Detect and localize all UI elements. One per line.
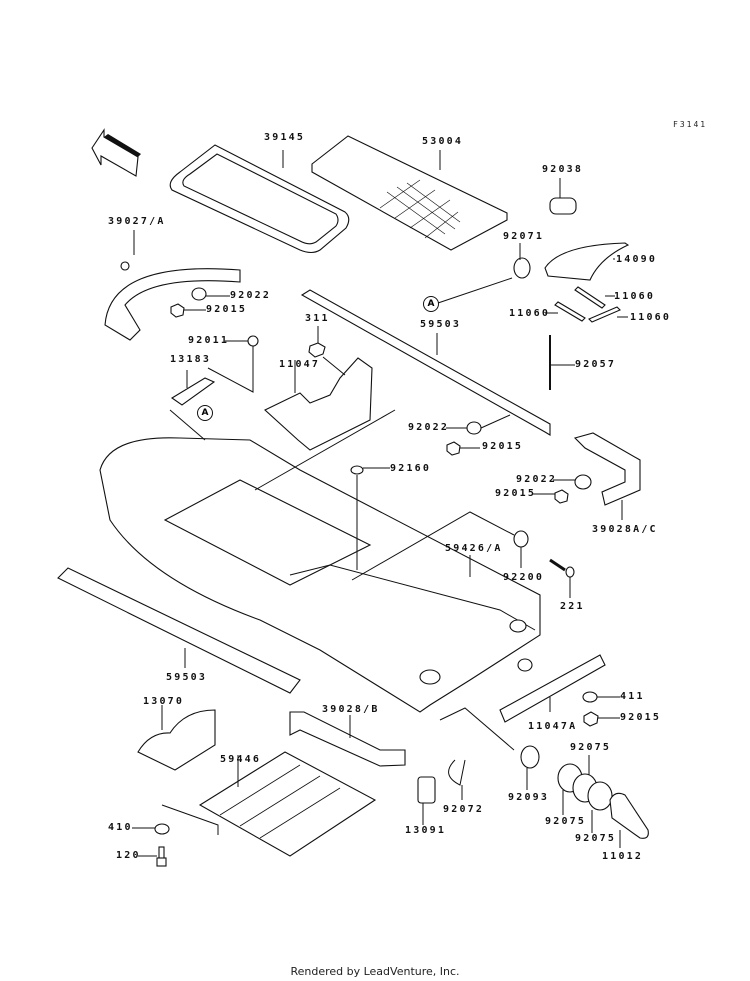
part-label-53004[interactable]: 53004 [422,136,464,147]
part-label-92015-rear[interactable]: 92015 [495,488,537,499]
screw-221-drawing [549,558,575,598]
part-label-39028b[interactable]: 39028/B [322,704,380,715]
part-label-92160[interactable]: 92160 [390,463,432,474]
part-label-92022-rear[interactable]: 92022 [516,474,558,485]
part-label-410[interactable]: 410 [108,822,133,833]
plate-drawing [170,360,254,406]
part-label-92075-bottom[interactable]: 92075 [575,833,617,844]
part-label-11060-c[interactable]: 11060 [630,312,672,323]
part-label-92075-left[interactable]: 92075 [545,816,587,827]
part-label-13183[interactable]: 13183 [170,354,212,365]
cable-drawing [549,335,575,390]
bracket-rear-drawing [439,654,606,751]
part-label-59503-lower[interactable]: 59503 [166,672,208,683]
grommet-drawing [549,178,577,215]
figure-code: F3141 [673,120,708,129]
part-label-92200[interactable]: 92200 [503,572,545,583]
footer-credit: Rendered by LeadVenture, Inc. [290,965,460,978]
part-label-92015-bottom[interactable]: 92015 [620,712,662,723]
part-label-11047[interactable]: 11047 [279,359,321,370]
part-label-92072[interactable]: 92072 [443,804,485,815]
part-label-11060-b[interactable]: 11060 [509,308,551,319]
handle-front-drawing [104,230,241,341]
front-arrow-icon [91,128,141,177]
part-label-221[interactable]: 221 [560,601,585,612]
duct-cover-drawing [609,792,649,848]
part-label-92011[interactable]: 92011 [188,335,230,346]
part-label-39145[interactable]: 39145 [264,132,306,143]
part-label-59446[interactable]: 59446 [220,754,262,765]
plug-drawing [417,776,436,804]
part-label-59503-upper[interactable]: 59503 [420,319,462,330]
part-label-59426a[interactable]: 59426/A [445,543,503,554]
part-label-13070[interactable]: 13070 [143,696,185,707]
bolt-120-drawing [138,846,167,867]
washer-92200-drawing [513,530,529,548]
bellows-drawing [557,755,613,833]
intake-grate-drawing [161,751,377,857]
callout-a-marker: A [197,405,213,421]
part-label-92015-front[interactable]: 92015 [206,304,248,315]
hatch-mat-drawing [311,135,508,251]
part-label-92038[interactable]: 92038 [542,164,584,175]
part-label-92015-upper[interactable]: 92015 [482,441,524,452]
washer-411-drawing [582,691,598,703]
cap-drawing [437,243,531,304]
scoop-drawing [137,705,216,771]
seal-ring-drawing [520,745,540,769]
bracket-drawing [264,356,373,451]
bumper-upper-drawing [300,289,551,436]
strips-drawing [545,286,628,323]
handle-lower-drawing [289,711,406,767]
part-label-92022-front[interactable]: 92022 [230,290,272,301]
cover-drawing [544,242,630,281]
part-label-92093[interactable]: 92093 [508,792,550,803]
handle-rear-drawing [573,432,641,520]
part-label-92075-top[interactable]: 92075 [570,742,612,753]
part-label-39027a[interactable]: 39027/A [108,216,166,227]
part-label-14090[interactable]: 14090 [616,254,658,265]
washer-410-drawing [154,823,170,835]
clamp-drawing [448,759,466,786]
part-label-13091[interactable]: 13091 [405,825,447,836]
part-label-92057[interactable]: 92057 [575,359,617,370]
bumper-lower-drawing [57,567,301,694]
part-label-411[interactable]: 411 [620,691,645,702]
part-label-311[interactable]: 311 [305,313,330,324]
fasteners-upper-drawing [446,414,511,456]
part-label-92022-upper[interactable]: 92022 [408,422,450,433]
part-label-11047a[interactable]: 11047A [528,721,578,732]
fasteners-front-drawing [170,287,259,362]
part-label-120[interactable]: 120 [116,850,141,861]
fasteners-rear-drawing [533,474,592,504]
nut-bottom-drawing [583,711,599,727]
part-label-11012[interactable]: 11012 [602,851,644,862]
callout-a-marker-2: A [423,296,439,312]
nut-311-drawing [308,342,326,358]
part-label-11060-a[interactable]: 11060 [614,291,656,302]
frame-seal-drawing [169,144,350,254]
part-label-92071[interactable]: 92071 [503,231,545,242]
part-label-39028ac[interactable]: 39028A/C [592,524,658,535]
hull-drawing [99,409,541,713]
